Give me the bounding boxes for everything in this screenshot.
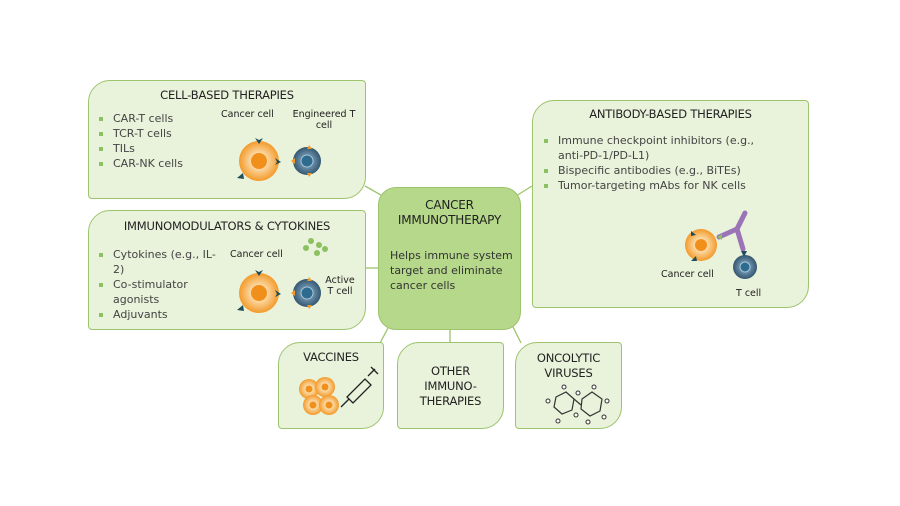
list-item: TCR-T cells	[97, 126, 217, 141]
antibody-list: Immune checkpoint inhibitors (e.g., anti…	[542, 133, 782, 193]
center-description: Helps immune system target and eliminate…	[390, 249, 513, 292]
antibody-title: ANTIBODY-BASED THERAPIES	[589, 107, 752, 121]
vaccines-title: VACCINES	[303, 350, 359, 364]
immunomodulators-box: IMMUNOMODULATORS & CYTOKINES Cytokines (…	[88, 210, 366, 330]
cancer-cell-label: Cancer cell	[661, 269, 714, 280]
list-item: Bispecific antibodies (e.g., BiTEs)	[542, 163, 782, 178]
list-item: CAR-NK cells	[97, 156, 217, 171]
immunomodulators-list: Cytokines (e.g., IL-2) Co-stimulator ago…	[97, 247, 222, 322]
cytokine-dots-icon	[303, 238, 328, 256]
cancer-cell-label: Cancer cell	[221, 109, 274, 120]
center-title-line2: IMMUNOTHERAPY	[397, 213, 502, 227]
list-item: TILs	[97, 141, 217, 156]
syringe-icon	[340, 366, 379, 408]
other-immunotherapies-box: OTHER IMMUNO-THERAPIES	[397, 342, 504, 429]
cell-based-therapies-box: CELL-BASED THERAPIES CAR-T cells TCR-T c…	[88, 80, 366, 199]
cancer-immunotherapy-center-box: CANCER IMMUNOTHERAPY Helps immune system…	[378, 187, 521, 330]
other-title: OTHER IMMUNO-THERAPIES	[419, 364, 482, 408]
cytokine-cancer-cell-t-cell-icon	[237, 238, 328, 313]
oncolytic-viruses-box: ONCOLYTIC VIRUSES	[515, 342, 622, 429]
cell-based-title: CELL-BASED THERAPIES	[160, 88, 294, 102]
cell-based-list: CAR-T cells TCR-T cells TILs CAR-NK cell…	[97, 111, 217, 171]
immunomodulators-title: IMMUNOMODULATORS & CYTOKINES	[123, 219, 331, 233]
list-item: Tumor-targeting mAbs for NK cells	[542, 178, 782, 193]
t-cell-label: T cell	[736, 288, 762, 299]
list-item: CAR-T cells	[97, 111, 217, 126]
engineered-t-cell-label: Engineered T cell	[292, 109, 356, 131]
antibody-cancer-t-cell-icon	[685, 210, 757, 279]
center-title-line1: CANCER	[425, 198, 474, 212]
list-item: Co-stimulator agonists	[97, 277, 222, 307]
antibody-icon	[716, 210, 748, 252]
oncolytic-title: ONCOLYTIC VIRUSES	[536, 351, 601, 380]
list-item: Cytokines (e.g., IL-2)	[97, 247, 222, 277]
vaccines-box: VACCINES	[278, 342, 384, 429]
vaccine-syringe-and-cells-icon	[299, 366, 379, 415]
antibody-based-therapies-box: ANTIBODY-BASED THERAPIES Immune checkpoi…	[532, 100, 809, 308]
list-item: Adjuvants	[97, 307, 222, 322]
active-t-cell-label: Active T cell	[325, 275, 355, 297]
list-item: Immune checkpoint inhibitors (e.g., anti…	[542, 133, 782, 163]
cancer-cell-and-t-cell-icon	[237, 138, 321, 181]
center-title: CANCER IMMUNOTHERAPY	[379, 198, 520, 228]
virus-molecule-icon	[545, 384, 610, 425]
cancer-cell-label: Cancer cell	[230, 249, 283, 260]
